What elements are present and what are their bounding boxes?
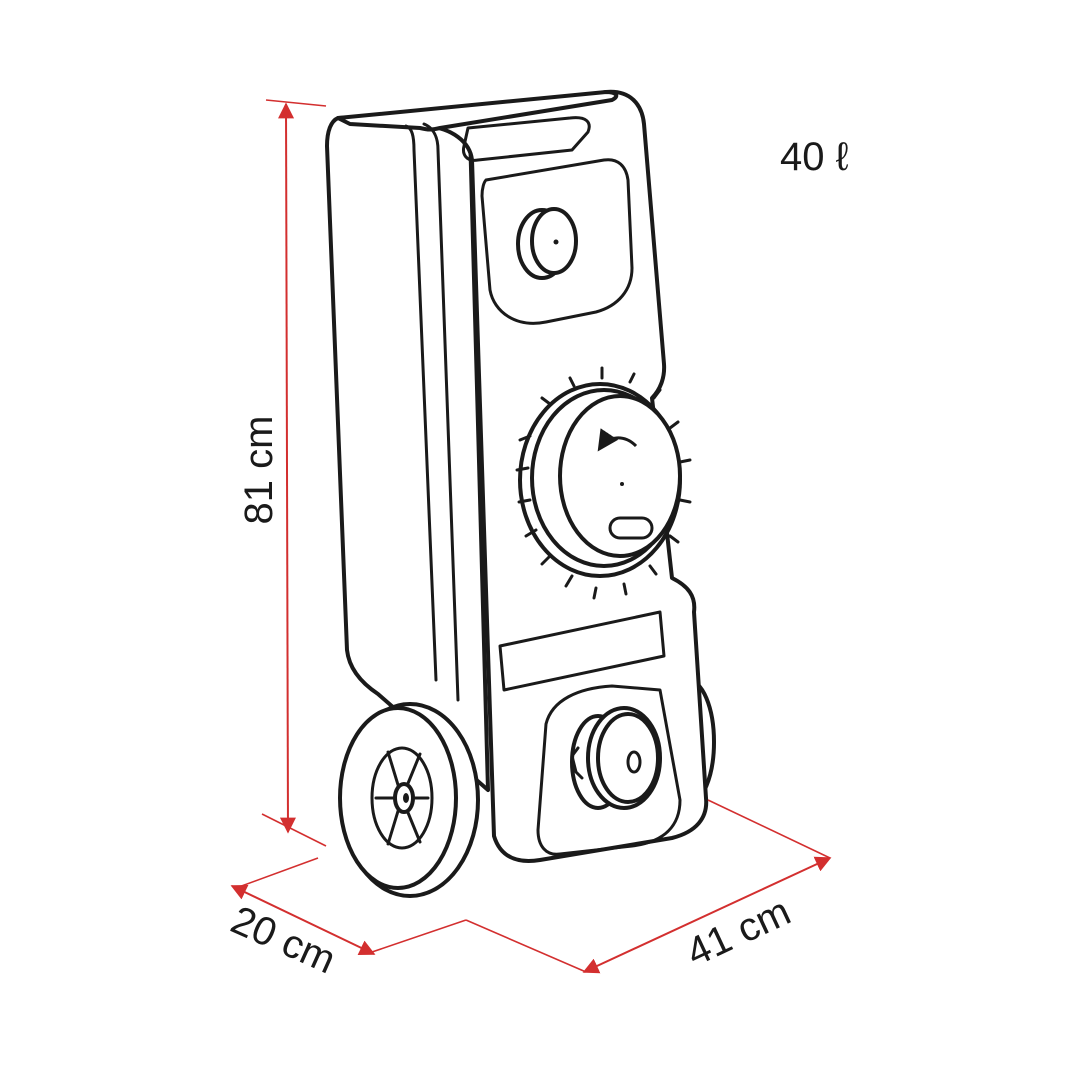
side-groove-inner	[422, 122, 460, 702]
tank-side-face	[325, 111, 490, 792]
upper-cap-recess	[480, 158, 634, 325]
label-plate	[498, 610, 666, 692]
capacity-label: 40 ℓ	[780, 135, 849, 179]
width-dimension-line	[582, 856, 832, 974]
counterclockwise-arrow-icon	[597, 428, 638, 452]
side-groove	[404, 124, 438, 682]
top-handle	[462, 116, 591, 162]
height-top-extension	[265, 99, 327, 107]
vent-cap	[516, 207, 578, 280]
filler-cap	[515, 366, 692, 600]
depth-dimension-line	[230, 885, 376, 955]
drain-outlet	[536, 684, 682, 856]
front-wheel	[338, 702, 480, 898]
height-label: 81 cm	[237, 416, 281, 525]
cap-handle-slot	[608, 516, 654, 540]
dimension-lines	[230, 99, 832, 974]
depth-left-extension	[235, 857, 319, 889]
water-tank	[325, 89, 716, 898]
cap-grip-ridges	[515, 366, 692, 600]
height-dimension-line	[278, 102, 296, 834]
width-label: 41 cm	[680, 889, 797, 975]
height-bottom-extension	[261, 813, 327, 847]
depth-right-extension	[371, 919, 467, 953]
tank-top-face	[336, 90, 619, 132]
width-left-extension	[465, 919, 587, 973]
width-right-extension	[707, 799, 831, 859]
